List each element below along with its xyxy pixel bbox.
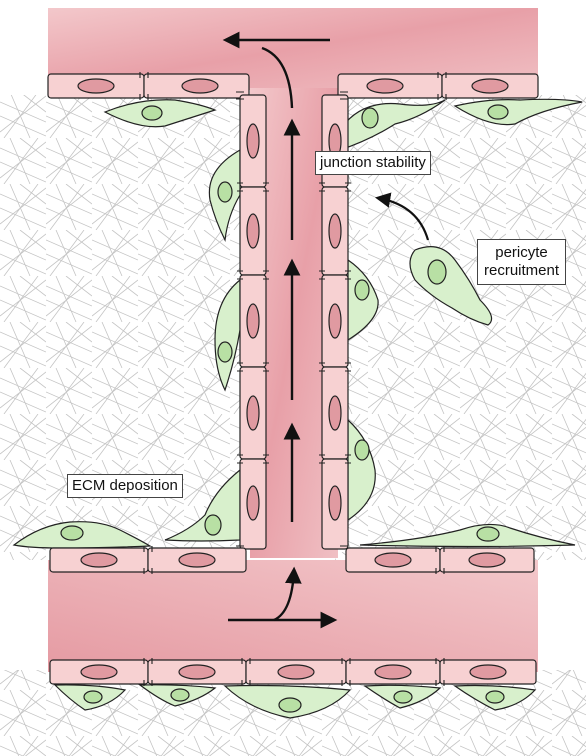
ecm-deposition-label: ECM deposition bbox=[67, 474, 183, 498]
pericyte-label-line-1: pericyte bbox=[484, 244, 559, 262]
junction-stability-label: junction stability bbox=[315, 151, 431, 175]
pericyte-label-line-2: recruitment bbox=[484, 262, 559, 280]
pericyte-recruitment-label: pericyte recruitment bbox=[477, 239, 566, 285]
